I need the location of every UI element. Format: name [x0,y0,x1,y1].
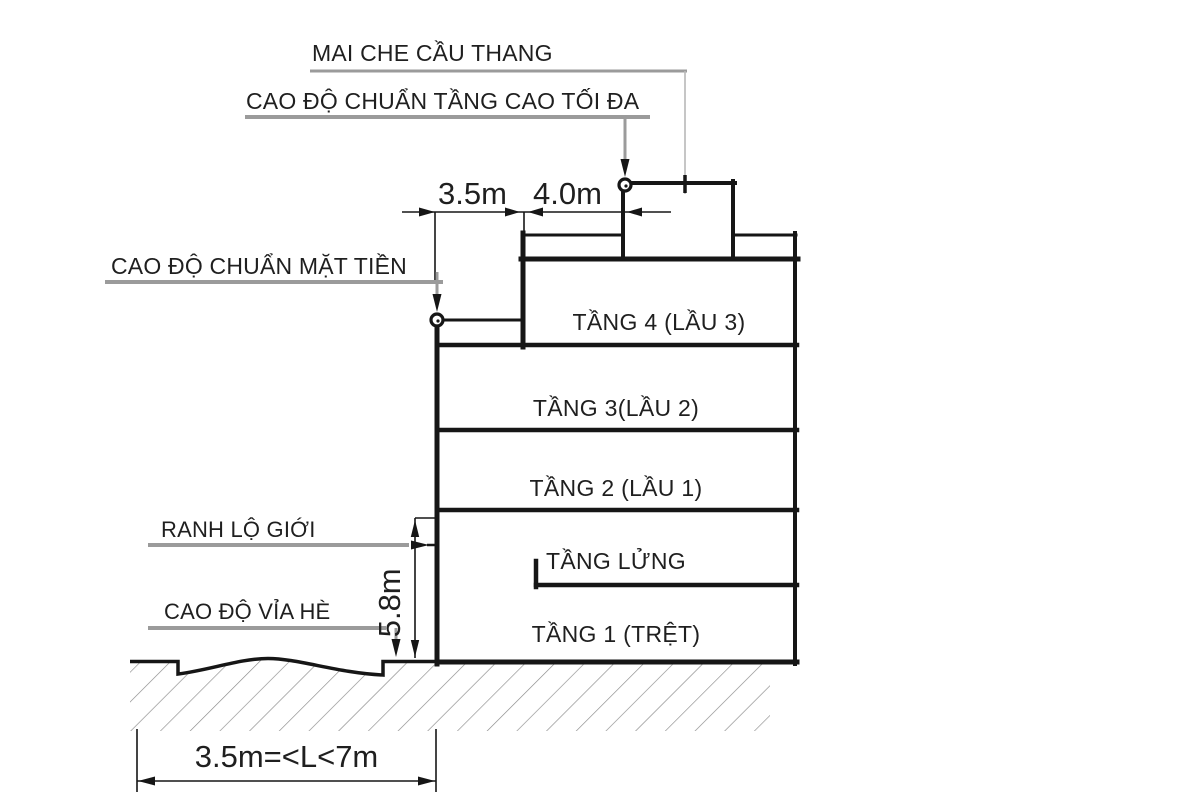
dim-arrow [627,207,642,217]
height-dimension [410,517,436,658]
top-dimension [402,207,671,281]
stair-cover-box [619,179,737,261]
up-arrow [410,520,420,537]
ground-hatch [130,660,770,731]
label-max-height-datum: CAO ĐỘ CHUẨN TẦNG CAO TỐI ĐA [246,88,640,114]
stair-roof-leader [310,69,687,194]
right-arrow [418,776,435,786]
label-facade-datum: CAO ĐỘ CHUẨN MẶT TIỀN [111,253,407,279]
dim-front-setback: 3.5m [438,176,507,211]
dim-stair-cover-offset: 4.0m [533,176,602,211]
down-arrow [410,640,420,657]
ground-line [130,656,437,677]
label-mezzanine: TẦNG LỬNG [546,548,686,574]
down-arrow [432,294,442,312]
label-floor-4: TẦNG 4 (LẦU 3) [572,309,746,335]
label-sidewalk-datum: CAO ĐỘ VỈA HÈ [164,599,331,624]
label-floor-2: TẦNG 2 (LẦU 1) [529,475,703,501]
label-floor-3: TẦNG 3(LẦU 2) [532,395,700,421]
down-arrow [620,159,630,177]
left-arrow [138,776,155,786]
dim-arrow [528,207,543,217]
down-arrow [391,639,401,657]
dim-facade-height: 5.8m [372,568,408,638]
building-outline [434,230,801,667]
dim-lot-width-range: 3.5m=<L<7m [194,739,379,774]
label-floor-1: TẦNG 1 (TRỆT) [531,621,701,647]
datum-marker-dot [436,319,440,323]
lot-width-dimension [136,729,437,792]
label-road-boundary: RANH LỘ GIỚI [161,517,316,542]
max-height-leader [245,115,650,193]
dim-arrow [419,207,435,217]
facade-datum-leader [105,272,445,328]
sidewalk-datum-leader [148,626,401,657]
right-arrow [411,540,429,550]
datum-marker-dot [624,184,628,188]
dim-arrow [505,207,520,217]
label-stair-roof-cover: MAI CHE CẦU THANG [312,40,553,66]
